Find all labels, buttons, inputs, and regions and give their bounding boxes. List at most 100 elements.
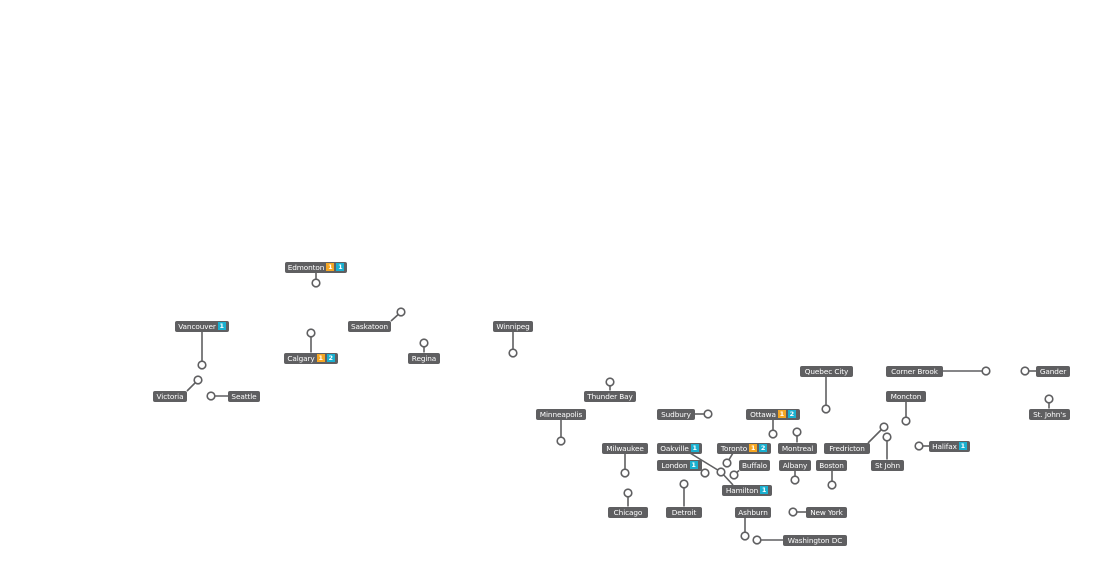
location-node[interactable] (508, 348, 518, 358)
city-label-moncton[interactable]: Moncton (886, 390, 926, 402)
city-name: St. John's (1033, 409, 1066, 419)
location-node[interactable] (882, 432, 892, 442)
city-name: Detroit (671, 507, 697, 517)
city-name: Calgary (287, 353, 315, 363)
location-node[interactable] (197, 360, 207, 370)
city-label-saskatoon[interactable]: Saskatoon (348, 320, 391, 332)
city-label-boston[interactable]: Boston (816, 459, 847, 471)
location-node[interactable] (206, 391, 216, 401)
location-node[interactable] (396, 307, 406, 317)
city-name: Victoria (156, 391, 184, 401)
city-label-new-york[interactable]: New York (806, 506, 847, 518)
city-name: Toronto (720, 443, 748, 453)
blue-count-badge: 1 (958, 442, 967, 450)
city-name: Oakville (660, 443, 689, 453)
city-name: Regina (411, 353, 437, 363)
location-node[interactable] (792, 427, 802, 437)
city-label-sudbury[interactable]: Sudbury (657, 408, 695, 420)
city-label-milwaukee[interactable]: Milwaukee (602, 442, 648, 454)
city-label-thunder-bay[interactable]: Thunder Bay (584, 390, 636, 402)
city-name: Edmonton (287, 262, 325, 272)
blue-count-badge: 2 (787, 410, 796, 418)
orange-count-badge: 1 (749, 444, 758, 452)
city-label-regina[interactable]: Regina (408, 352, 440, 364)
location-node[interactable] (679, 479, 689, 489)
city-label-st-john-s[interactable]: St. John's (1029, 408, 1070, 420)
location-node[interactable] (311, 278, 321, 288)
location-node[interactable] (620, 468, 630, 478)
city-label-ashburn[interactable]: Ashburn (735, 506, 771, 518)
city-name: Washington DC (787, 535, 843, 545)
city-label-seattle[interactable]: Seattle (228, 390, 260, 402)
orange-count-badge: 1 (326, 263, 335, 271)
location-node[interactable] (193, 375, 203, 385)
city-label-buffalo[interactable]: Buffalo (739, 459, 770, 471)
blue-count-badge: 2 (759, 444, 768, 452)
location-node[interactable] (821, 404, 831, 414)
location-node[interactable] (752, 535, 762, 545)
location-node[interactable] (729, 470, 739, 480)
city-label-quebec-city[interactable]: Quebec City (800, 365, 853, 377)
city-name: Corner Brook (891, 366, 938, 376)
location-node[interactable] (716, 467, 726, 477)
location-node[interactable] (419, 338, 429, 348)
location-node[interactable] (1044, 394, 1054, 404)
city-name: New York (810, 507, 843, 517)
city-label-gander[interactable]: Gander (1036, 365, 1070, 377)
city-label-victoria[interactable]: Victoria (153, 390, 187, 402)
location-node[interactable] (556, 436, 566, 446)
city-name: Saskatoon (351, 321, 388, 331)
location-node[interactable] (740, 531, 750, 541)
location-node[interactable] (703, 409, 713, 419)
location-node[interactable] (788, 507, 798, 517)
location-node[interactable] (722, 458, 732, 468)
city-name: Gander (1039, 366, 1067, 376)
location-node[interactable] (768, 429, 778, 439)
city-label-detroit[interactable]: Detroit (666, 506, 702, 518)
location-node[interactable] (306, 328, 316, 338)
city-name: Vancouver (178, 321, 216, 331)
city-name: Sudbury (661, 409, 691, 419)
location-node[interactable] (790, 475, 800, 485)
city-label-washington-dc[interactable]: Washington DC (783, 534, 847, 546)
city-name: Albany (782, 460, 808, 470)
city-name: Quebec City (804, 366, 849, 376)
city-label-albany[interactable]: Albany (779, 459, 811, 471)
city-label-minneapolis[interactable]: Minneapolis (536, 408, 586, 420)
city-label-corner-brook[interactable]: Corner Brook (886, 365, 943, 377)
location-node[interactable] (914, 441, 924, 451)
city-name: Thunder Bay (587, 391, 633, 401)
blue-count-badge: 1 (217, 322, 226, 330)
location-node[interactable] (981, 366, 991, 376)
city-name: St John (875, 460, 900, 470)
city-name: Ottawa (750, 409, 776, 419)
connector-line (689, 452, 722, 473)
city-label-montreal[interactable]: Montreal (778, 442, 817, 454)
location-node[interactable] (700, 468, 710, 478)
city-name: Boston (819, 460, 844, 470)
location-node[interactable] (605, 377, 615, 387)
location-node[interactable] (879, 422, 889, 432)
location-node[interactable] (901, 416, 911, 426)
city-label-fredricton[interactable]: Fredricton (824, 442, 870, 454)
city-label-winnipeg[interactable]: Winnipeg (493, 320, 533, 332)
blue-count-badge: 2 (326, 354, 335, 362)
city-name: Buffalo (741, 460, 768, 470)
blue-count-badge: 1 (690, 444, 699, 452)
location-node[interactable] (1020, 366, 1030, 376)
city-name: Halifax (932, 441, 957, 451)
city-label-st-john[interactable]: St John (871, 459, 904, 471)
city-label-chicago[interactable]: Chicago (608, 506, 648, 518)
location-node[interactable] (827, 480, 837, 490)
city-name: Winnipeg (496, 321, 530, 331)
location-node[interactable] (623, 488, 633, 498)
